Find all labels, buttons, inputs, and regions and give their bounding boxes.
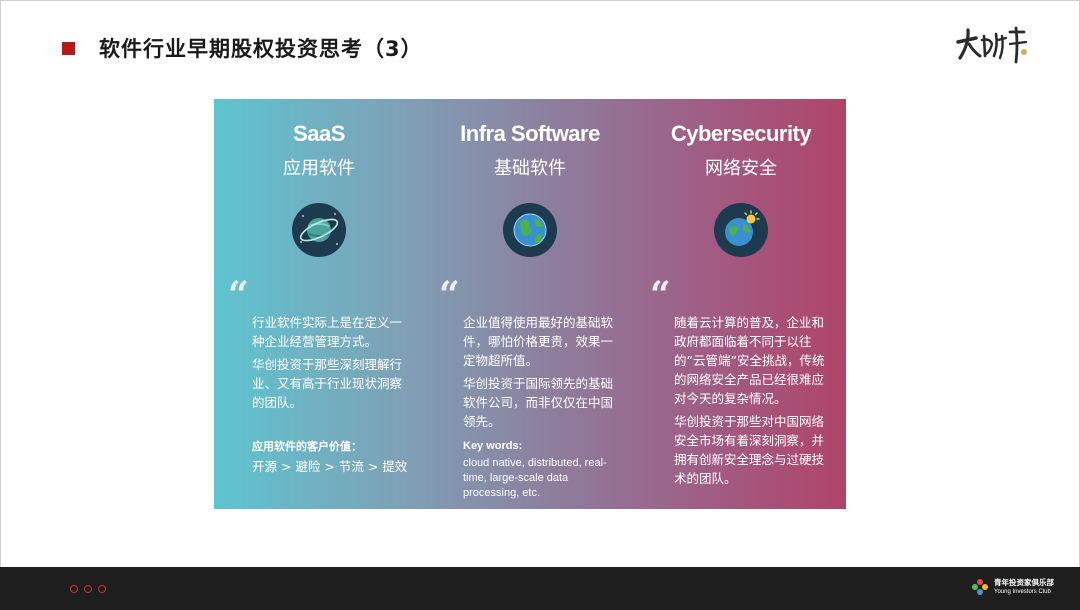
saturn-planet-icon <box>292 203 346 257</box>
club-logo-icon <box>972 579 988 595</box>
footer-dots <box>70 585 106 593</box>
calligraphy-logo <box>956 26 1028 64</box>
keywords-text: cloud native, distributed, real-time, la… <box>463 457 607 499</box>
column-infra-software: Infra Software 基础软件 “ 企业值得使用最好的基础软件，哪怕价格… <box>425 99 635 509</box>
quote-mark-icon: “ <box>650 274 671 316</box>
cyber-paragraph-1: 随着云计算的普及，企业和政府都面临着不同于以往的“云管端”安全挑战，传统的网络安… <box>674 315 825 406</box>
saas-paragraph-1: 行业软件实际上是在定义一种企业经营管理方式。 <box>252 315 403 349</box>
quote-mark-icon: “ <box>228 274 249 316</box>
keywords-label: Key words: <box>463 440 523 452</box>
footer-bar: 青年投资家俱乐部 Young Investors Club <box>0 567 1080 610</box>
content-panel: SaaS 应用软件 “ 行业软件实际上是在定义一种企业经营管理方式。 华创投资于… <box>214 99 846 509</box>
customer-value-text: 开源 > 避险 > 节流 > 提效 <box>252 459 408 474</box>
page-title: 软件行业早期股权投资思考（3） <box>99 37 423 61</box>
title-bullet-square <box>62 41 75 55</box>
column-title: SaaS <box>293 121 345 146</box>
club-name-cn: 青年投资家俱乐部 <box>994 578 1054 587</box>
column-saas: SaaS 应用软件 “ 行业软件实际上是在定义一种企业经营管理方式。 华创投资于… <box>214 99 424 509</box>
footer-dot <box>98 585 106 593</box>
infra-paragraph-1: 企业值得使用最好的基础软件，哪怕价格更贵，效果一定物超所值。 <box>463 315 614 368</box>
column-title: Cybersecurity <box>670 121 812 146</box>
column-subtitle: 网络安全 <box>705 158 777 179</box>
club-name: 青年投资家俱乐部 Young Investors Club <box>994 578 1054 596</box>
slide-header: 软件行业早期股权投资思考（3） <box>62 33 423 63</box>
cyber-paragraph-2: 华创投资于那些对中国网络安全市场有着深刻洞察，并拥有创新安全理念与过硬技术的团队… <box>674 414 825 486</box>
footer-dot <box>84 585 92 593</box>
quote-mark-icon: “ <box>439 274 460 316</box>
column-cybersecurity: Cybersecurity 网络安全 “ 随着云计算的普及，企业和政府都面临着不… <box>636 99 846 509</box>
column-title: Infra Software <box>460 121 600 146</box>
customer-value-label: 应用软件的客户价值： <box>252 440 362 453</box>
footer-dot <box>70 585 78 593</box>
infra-paragraph-2: 华创投资于国际领先的基础软件公司，而非仅仅在中国领先。 <box>463 376 614 429</box>
club-brand: 青年投资家俱乐部 Young Investors Club <box>970 577 1054 597</box>
club-name-en: Young Investors Club <box>994 589 1051 595</box>
earth-sunrise-icon <box>714 203 768 257</box>
column-subtitle: 基础软件 <box>494 158 566 179</box>
saas-paragraph-2: 华创投资于那些深刻理解行业、又有高于行业现状洞察的团队。 <box>252 357 403 410</box>
column-subtitle: 应用软件 <box>283 158 355 179</box>
earth-globe-icon <box>503 203 557 257</box>
